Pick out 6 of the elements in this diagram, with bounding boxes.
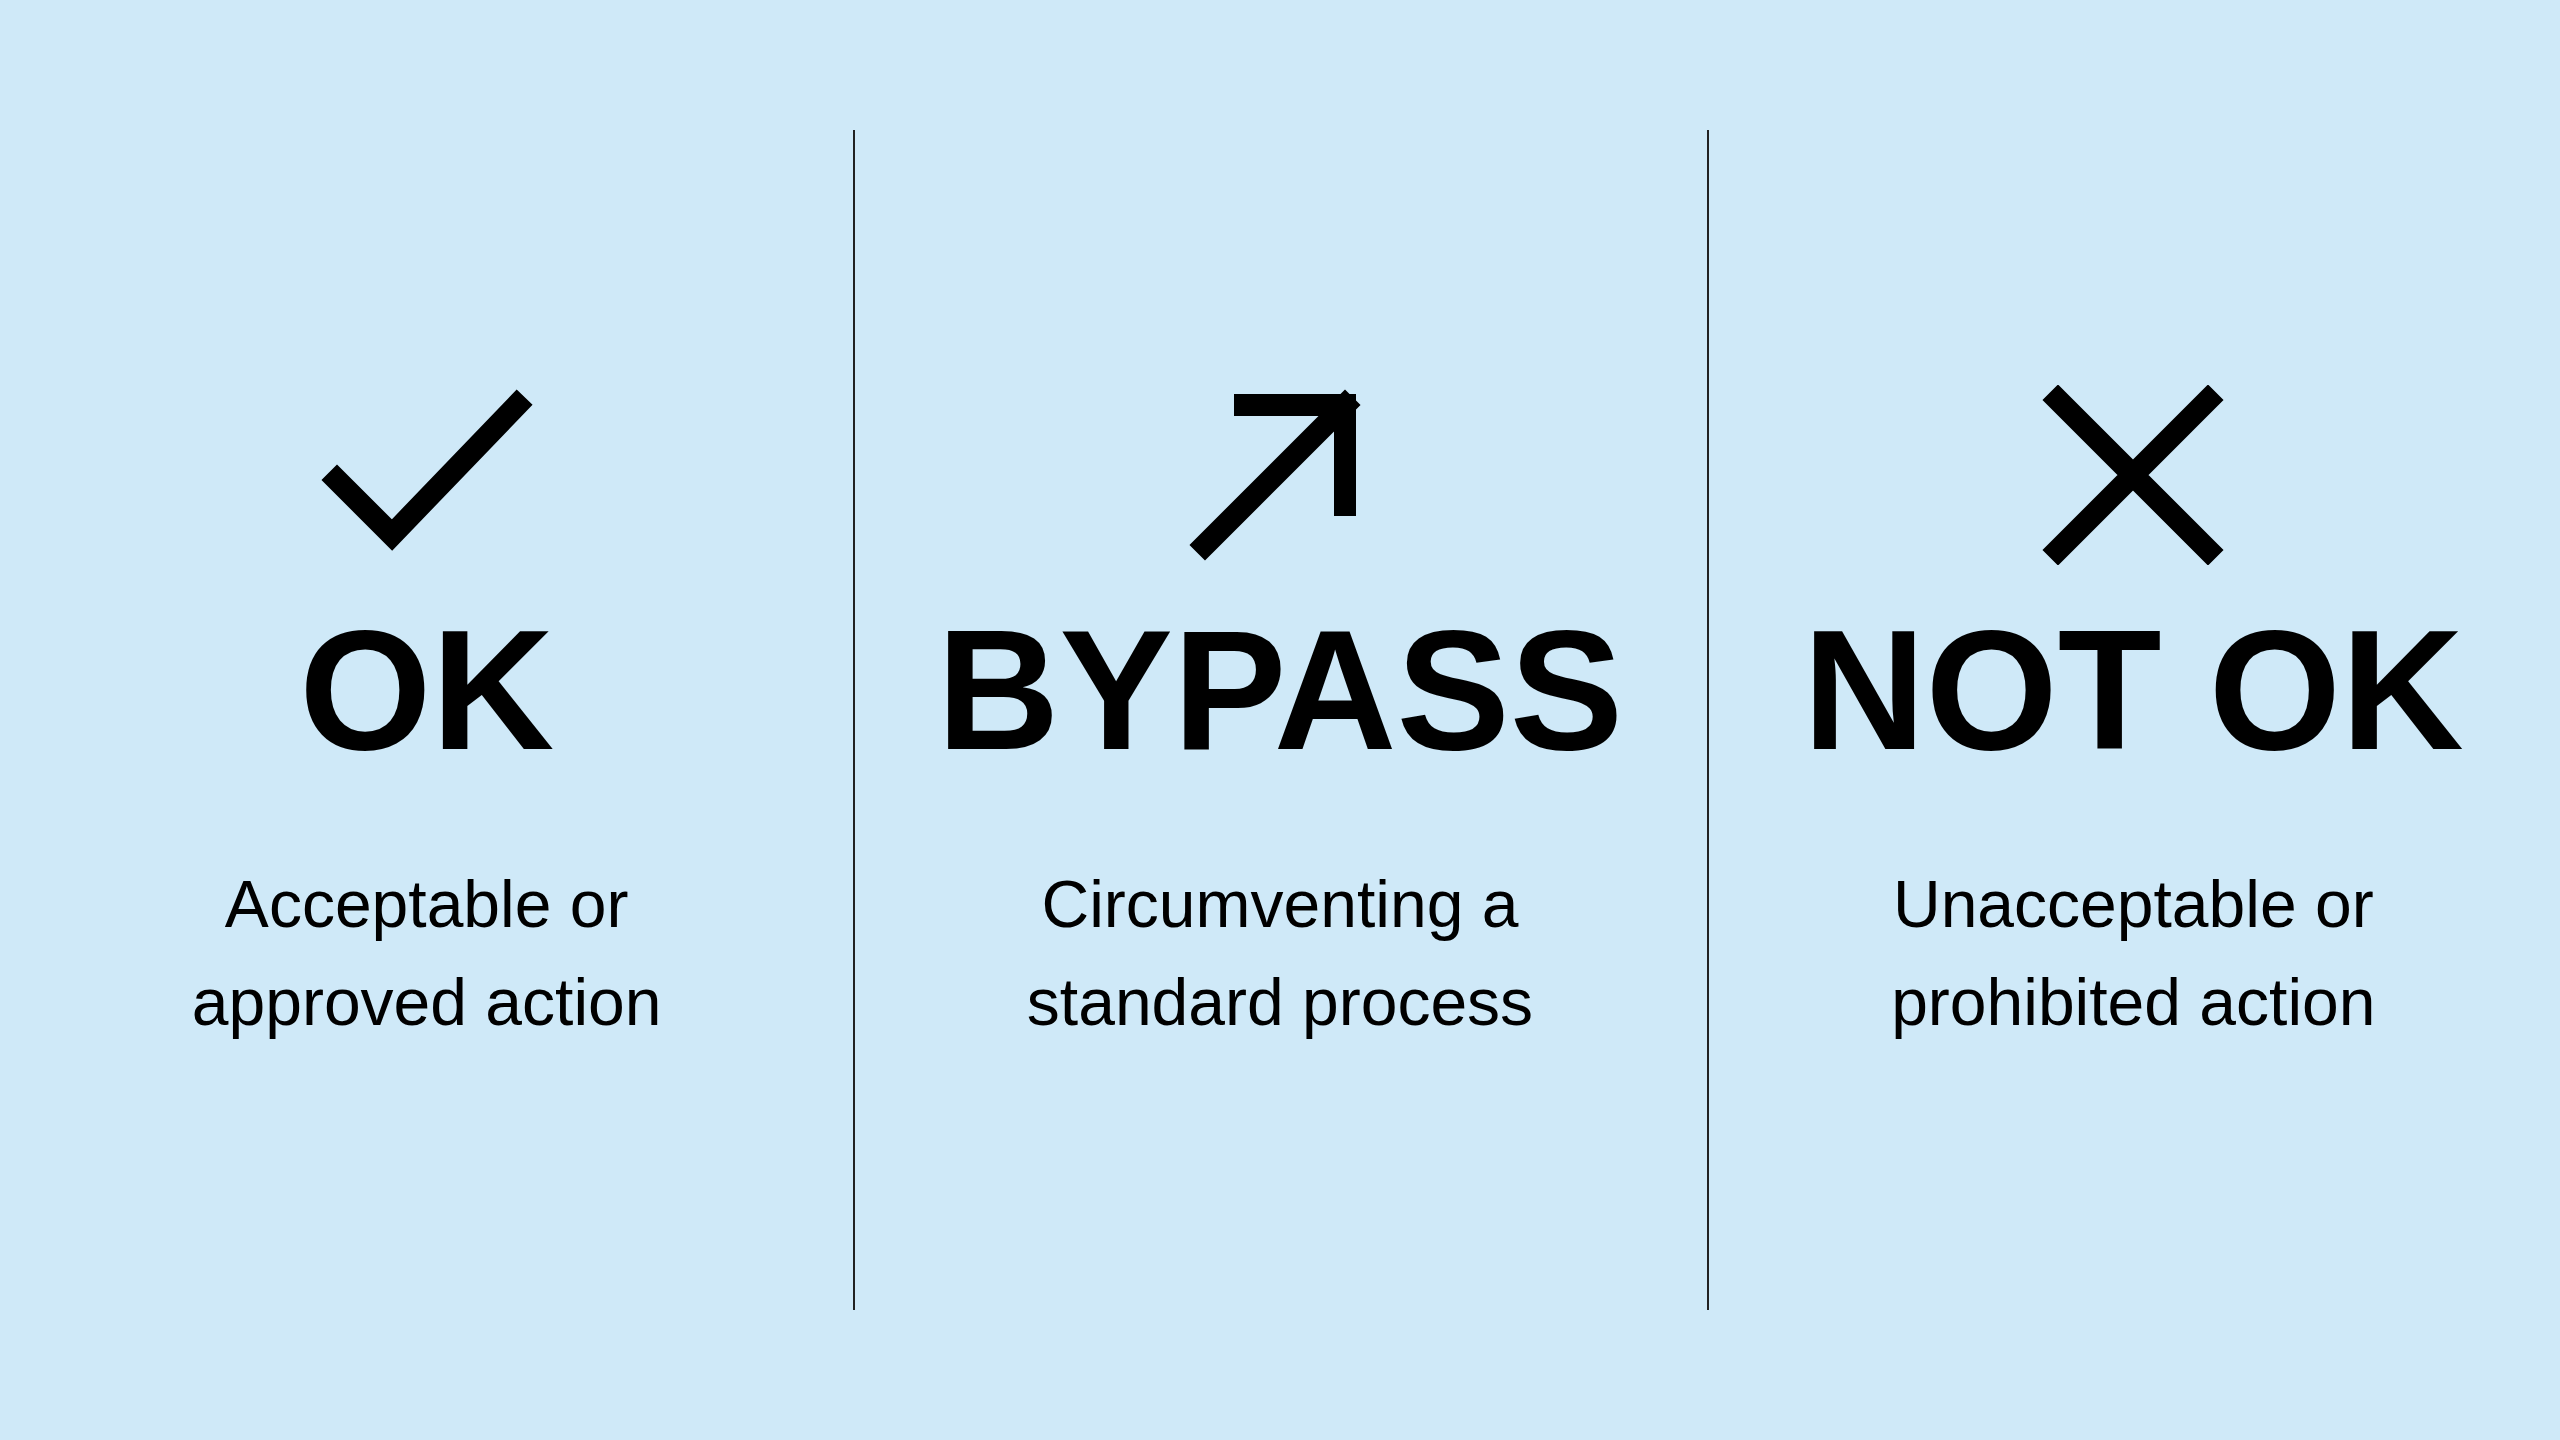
heading: NOT OK bbox=[1802, 605, 2464, 775]
description-text: Circumventing a standard process bbox=[1025, 866, 1535, 1041]
description-text: Acceptable or approved action bbox=[190, 866, 663, 1041]
heading: BYPASS bbox=[936, 605, 1624, 775]
heading: OK bbox=[299, 605, 555, 775]
description-text: Unacceptable or prohibited action bbox=[1890, 866, 2377, 1041]
